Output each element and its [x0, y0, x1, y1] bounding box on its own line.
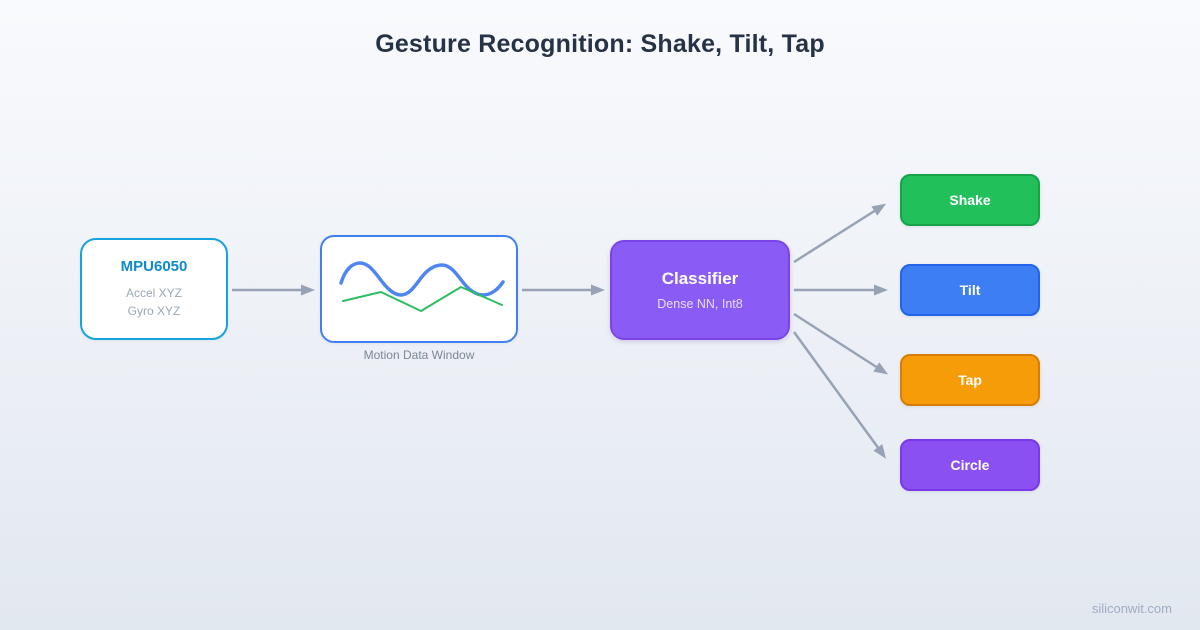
- output-node-shake: Shake: [900, 174, 1040, 226]
- accel-waveform: [339, 261, 505, 297]
- classifier-node: Classifier Dense NN, Int8: [610, 240, 790, 340]
- edge-classifier-to-shake: [793, 203, 887, 264]
- edge-classifier-to-tap: [793, 312, 889, 375]
- edge-classifier-to-circle: [792, 331, 887, 459]
- motion-window-node: [320, 235, 518, 343]
- waveform-chart: [339, 261, 505, 312]
- sensor-node-line: Gyro XYZ: [127, 304, 181, 318]
- sensor-node-line: Accel XYZ: [125, 286, 182, 300]
- sensor-node-title: MPU6050: [120, 258, 188, 275]
- output-label: Tap: [958, 372, 982, 388]
- output-label: Tilt: [959, 282, 981, 298]
- classifier-node-title: Classifier: [661, 269, 739, 288]
- output-node-tap: Tap: [900, 354, 1040, 406]
- sensor-node: MPU6050 Accel XYZ Gyro XYZ: [80, 238, 228, 340]
- motion-window-label: Motion Data Window: [363, 348, 475, 362]
- output-label: Shake: [949, 192, 991, 208]
- diagram-title: Gesture Recognition: Shake, Tilt, Tap: [375, 30, 825, 58]
- output-node-circle: Circle: [900, 439, 1040, 491]
- classifier-node-subtitle: Dense NN, Int8: [657, 297, 743, 311]
- gyro-waveform: [342, 286, 503, 312]
- output-node-tilt: Tilt: [900, 264, 1040, 316]
- output-label: Circle: [950, 457, 990, 473]
- watermark: siliconwit.com: [1091, 601, 1172, 616]
